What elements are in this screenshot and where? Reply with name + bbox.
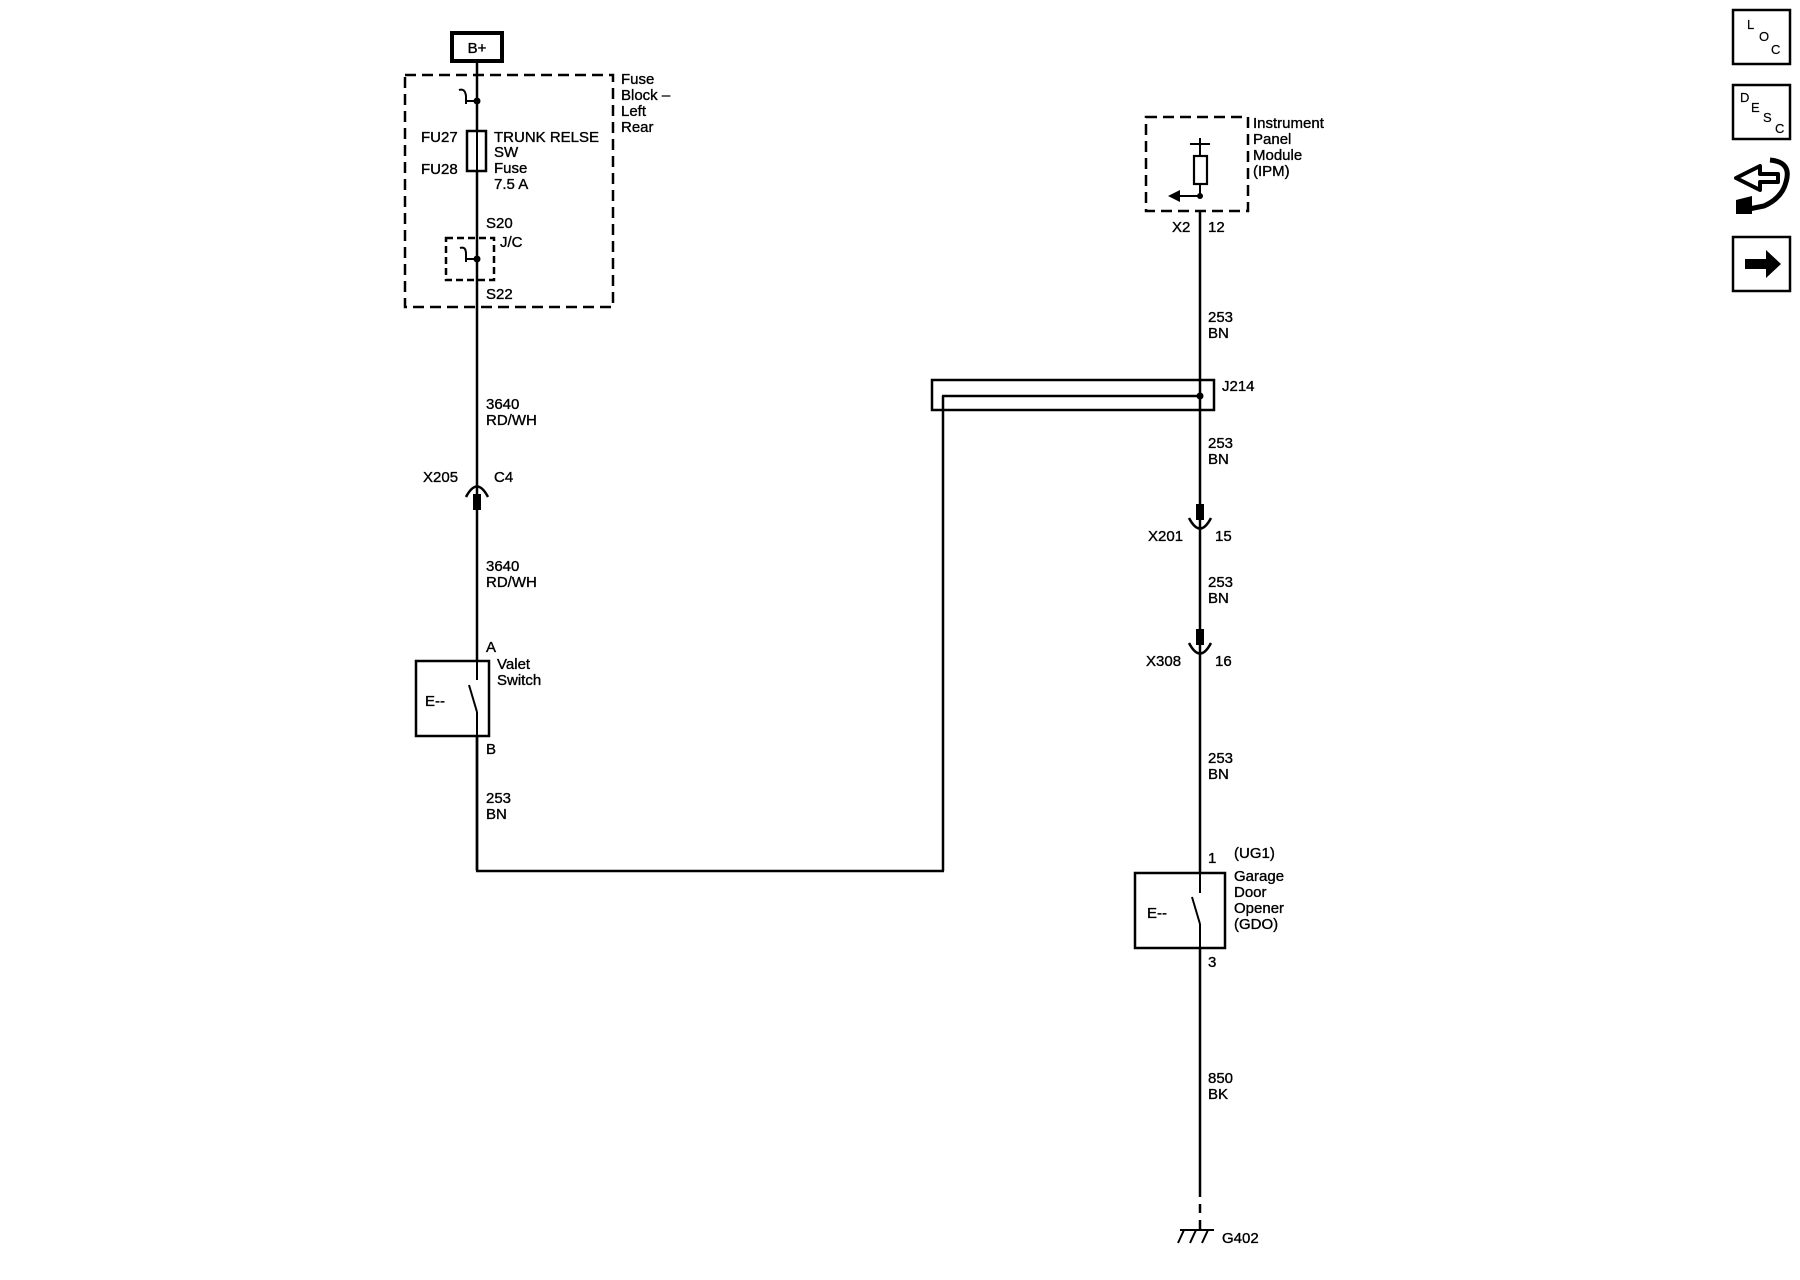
svg-text:SW: SW [494, 144, 519, 161]
svg-text:BN: BN [1208, 325, 1229, 342]
fuse-id-fu28: FU28 [421, 161, 458, 178]
ipm-label: Instrument Panel Module (IPM) [1253, 115, 1325, 180]
svg-text:BK: BK [1208, 1086, 1228, 1103]
svg-text:Panel: Panel [1253, 131, 1291, 148]
svg-text:C: C [1775, 121, 1784, 136]
svg-text:Garage: Garage [1234, 868, 1284, 885]
junction-connector-label: J/C [500, 234, 523, 251]
gdo-pin-1: 1 [1208, 850, 1216, 867]
splice-s20: S20 [486, 215, 513, 232]
svg-text:S: S [1763, 110, 1772, 125]
wire-label-3640-lower: 3640 RD/WH [486, 558, 537, 591]
svg-text:C: C [1771, 42, 1780, 57]
svg-text:Rear: Rear [621, 119, 654, 136]
svg-text:D: D [1740, 90, 1749, 105]
battery-positive-source: B+ [450, 31, 504, 63]
svg-text:253: 253 [1208, 435, 1233, 452]
gdo-option-code: (UG1) [1234, 845, 1275, 862]
svg-text:Module: Module [1253, 147, 1302, 164]
valet-switch-symbol: E-- [425, 693, 445, 710]
fuse-block-outline [403, 73, 615, 309]
fuse-id-fu27: FU27 [421, 129, 458, 146]
fuse-block-name: Fuse Block – Left Rear [621, 71, 671, 136]
x308-connector-symbol [1187, 642, 1213, 655]
svg-text:Valet: Valet [497, 656, 531, 673]
connector-end-view-icon[interactable] [1734, 157, 1790, 214]
connector-x308-pin: 16 [1215, 653, 1232, 670]
gdo-label: Garage Door Opener (GDO) [1234, 868, 1284, 933]
svg-text:RD/WH: RD/WH [486, 412, 537, 429]
x201-connector-symbol [1187, 517, 1213, 530]
svg-text:Block –: Block – [621, 87, 671, 104]
svg-text:Fuse: Fuse [494, 160, 527, 177]
ipm-internal-resistor [1192, 154, 1209, 186]
garage-door-opener [1133, 871, 1227, 950]
wire-label-3640-upper: 3640 RD/WH [486, 396, 537, 429]
svg-text:E: E [1751, 100, 1760, 115]
valet-switch-pin-a: A [486, 639, 496, 656]
ground-g402: G402 [1222, 1230, 1259, 1247]
svg-text:850: 850 [1208, 1070, 1233, 1087]
svg-text:(IPM): (IPM) [1253, 163, 1290, 180]
svg-text:BN: BN [1208, 590, 1229, 607]
svg-text:RD/WH: RD/WH [486, 574, 537, 591]
svg-text:3640: 3640 [486, 396, 519, 413]
svg-text:BN: BN [1208, 766, 1229, 783]
svg-text:253: 253 [1208, 750, 1233, 767]
ipm-connector-x2: X2 [1172, 219, 1190, 236]
gdo-switch-symbol: E-- [1147, 905, 1167, 922]
wire-label-253-valet: 253 BN [486, 790, 511, 823]
connector-x201-pin: 15 [1215, 528, 1232, 545]
wire-label-253-j214: 253 BN [1208, 435, 1233, 468]
splice-pack-j214 [930, 378, 1216, 412]
svg-text:7.5 A: 7.5 A [494, 176, 528, 193]
instrument-panel-module-outline [1144, 115, 1250, 213]
ground-symbol-icon [1177, 1229, 1214, 1244]
location-button[interactable]: L O C [1731, 8, 1792, 66]
svg-text:TRUNK RELSE: TRUNK RELSE [494, 129, 599, 146]
connector-x308: X308 [1146, 653, 1181, 670]
svg-text:Switch: Switch [497, 672, 541, 689]
svg-text:Opener: Opener [1234, 900, 1284, 917]
svg-text:BN: BN [486, 806, 507, 823]
x205-connector-symbol [464, 485, 490, 498]
wire-label-253-ipm: 253 BN [1208, 309, 1233, 342]
svg-text:3640: 3640 [486, 558, 519, 575]
wire-label-253-x201: 253 BN [1208, 574, 1233, 607]
gdo-switch-contact [1191, 896, 1201, 925]
svg-text:Door: Door [1234, 884, 1267, 901]
description-button[interactable]: D E S C [1731, 83, 1792, 141]
svg-text:253: 253 [1208, 574, 1233, 591]
svg-text:(GDO): (GDO) [1234, 916, 1278, 933]
svg-text:253: 253 [1208, 309, 1233, 326]
fuse-label: TRUNK RELSE SW Fuse 7.5 A [494, 129, 599, 193]
svg-text:B+: B+ [468, 40, 487, 57]
right-arrow-icon [1745, 250, 1781, 278]
svg-text:Left: Left [621, 103, 647, 120]
valet-switch-contact [468, 684, 478, 713]
splice-s22: S22 [486, 286, 513, 303]
valet-switch-pin-b: B [486, 741, 496, 758]
wire-label-850: 850 BK [1208, 1070, 1233, 1103]
gdo-pin-3: 3 [1208, 954, 1216, 971]
ipm-output-arrow [1168, 190, 1180, 202]
svg-text:L: L [1747, 17, 1754, 32]
splice-pack-label: J214 [1222, 378, 1255, 395]
connector-x205-pin: C4 [494, 469, 513, 486]
valet-switch-label: Valet Switch [497, 656, 542, 689]
svg-text:253: 253 [486, 790, 511, 807]
next-page-button[interactable] [1731, 235, 1792, 293]
connector-x205: X205 [423, 469, 458, 486]
connector-x201: X201 [1148, 528, 1183, 545]
ipm-pin-12: 12 [1208, 219, 1225, 236]
svg-text:BN: BN [1208, 451, 1229, 468]
svg-text:O: O [1759, 29, 1769, 44]
wire-label-253-x308: 253 BN [1208, 750, 1233, 783]
svg-text:Instrument: Instrument [1253, 115, 1325, 132]
junction-connector-outline [444, 236, 496, 282]
svg-text:Fuse: Fuse [621, 71, 654, 88]
